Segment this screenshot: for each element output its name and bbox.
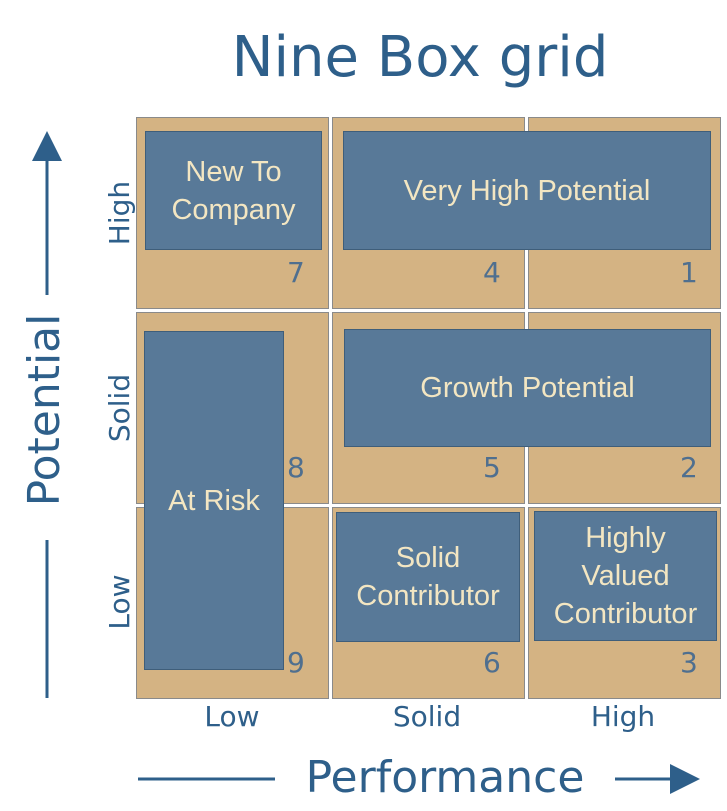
performance-axis-label: Performance xyxy=(305,752,585,803)
potential-axis-label: Potential xyxy=(19,313,70,507)
cell-number-6: 6 xyxy=(483,646,501,679)
segment-growth-potential: Growth Potential xyxy=(344,329,711,447)
cell-number-3: 3 xyxy=(680,646,698,679)
segment-at-risk: At Risk xyxy=(144,331,284,670)
segment-solid-contributor: Solid Contributor xyxy=(336,512,520,642)
x-level-solid: Solid xyxy=(392,700,462,733)
x-level-high: High xyxy=(590,700,656,733)
segment-very-high-potential: Very High Potential xyxy=(343,131,711,250)
cell-number-5: 5 xyxy=(483,451,501,484)
segment-highly-valued-contributor: Highly Valued Contributor xyxy=(534,511,717,641)
segment-new-to-company: New To Company xyxy=(145,131,322,250)
y-level-low: Low xyxy=(103,574,136,630)
cell-number-1: 1 xyxy=(680,256,698,289)
page-title: Nine Box grid xyxy=(231,25,609,90)
cell-number-7: 7 xyxy=(287,256,305,289)
cell-number-2: 2 xyxy=(680,451,698,484)
cell-number-9: 9 xyxy=(287,646,305,679)
y-level-high: High xyxy=(103,180,136,246)
cell-number-8: 8 xyxy=(287,451,305,484)
x-level-low: Low xyxy=(204,700,260,733)
y-level-solid: Solid xyxy=(103,373,136,443)
cell-number-4: 4 xyxy=(483,256,501,289)
